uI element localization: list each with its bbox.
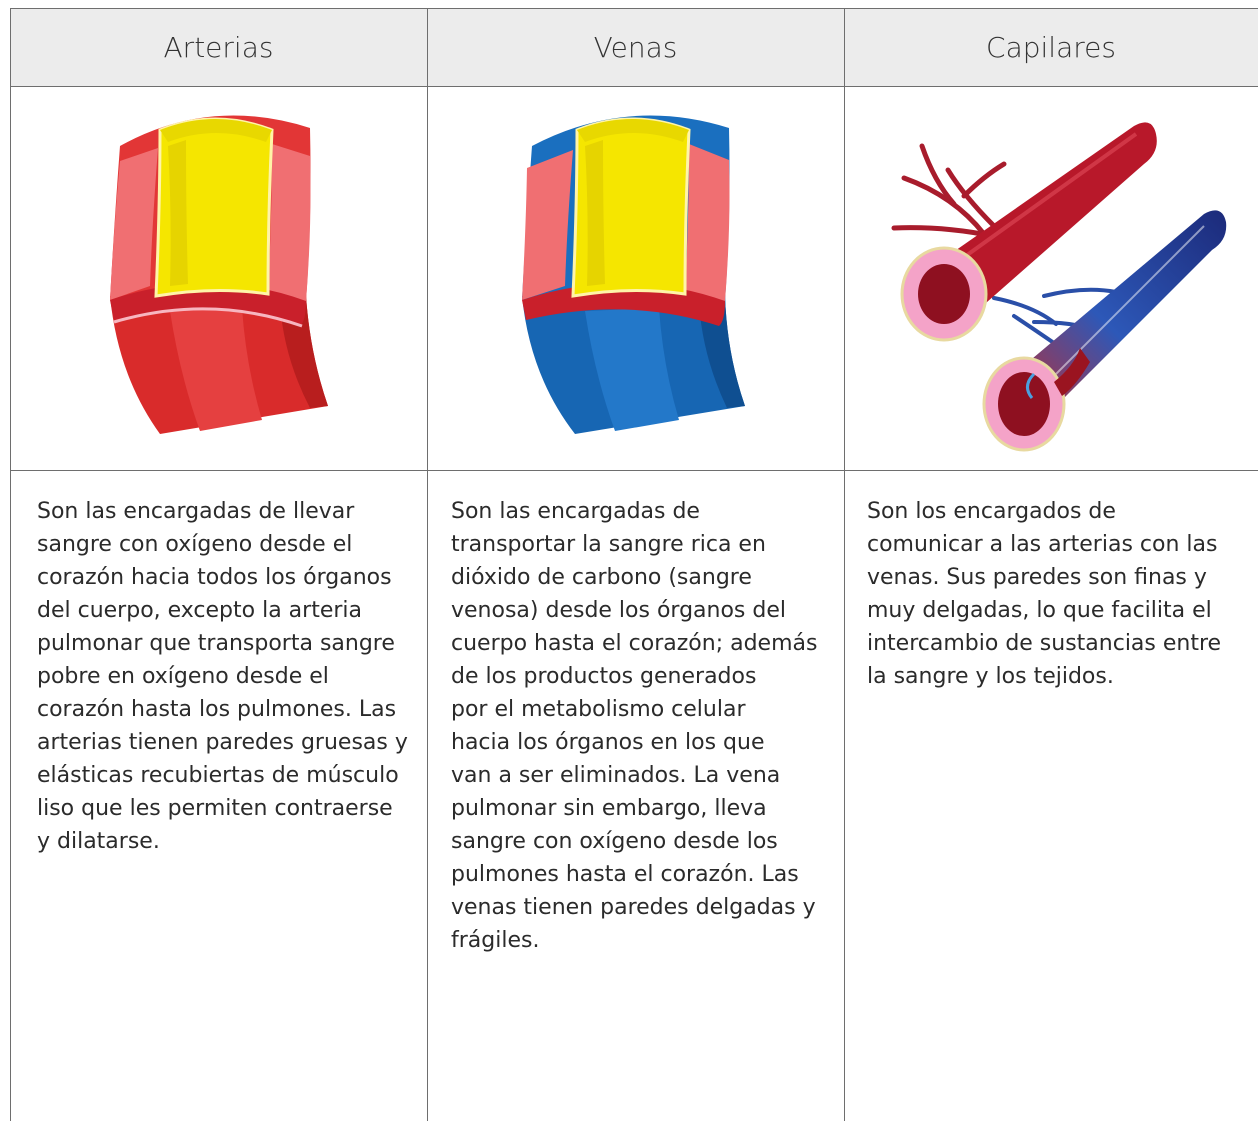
text-line: pulmones hasta el corazón. Las <box>451 862 799 887</box>
text-line: corazón hacia todos los órganos <box>37 565 392 590</box>
vein-cross-section-illustration <box>522 115 745 434</box>
capillary-image-cell <box>844 86 1258 470</box>
table-border-top <box>10 8 1258 9</box>
text-line: corazón hasta los pulmones. Las <box>37 697 397 722</box>
text-line: Son las encargadas de llevar <box>37 499 355 524</box>
text-line: de los productos generados <box>451 664 757 689</box>
column-divider-1 <box>427 8 428 1121</box>
image-row-divider <box>10 470 1258 471</box>
text-line: cuerpo hasta el corazón; además <box>451 631 818 656</box>
text-line: transportar la sangre rica en <box>451 532 766 557</box>
column-divider-2 <box>844 8 845 1121</box>
text-line: y dilatarse. <box>37 829 160 854</box>
arterias-description: Son las encargadas de llevar sangre con … <box>37 495 417 858</box>
text-line: pobre en oxígeno desde el <box>37 664 329 689</box>
text-line: sangre con oxígeno desde los <box>451 829 778 854</box>
artery-image-cell <box>10 86 427 470</box>
text-line: venas. Sus paredes son finas y <box>867 565 1207 590</box>
text-line: muy delgadas, lo que facilita el <box>867 598 1212 623</box>
text-line: del cuerpo, excepto la arteria <box>37 598 363 623</box>
header-arterias: Arterias <box>163 30 274 64</box>
text-line: comunicar a las arterias con las <box>867 532 1218 557</box>
text-line: Son los encargados de <box>867 499 1116 524</box>
header-row <box>10 8 1258 86</box>
text-line: dióxido de carbono (sangre <box>451 565 752 590</box>
text-line: van a ser eliminados. La vena <box>451 763 781 788</box>
text-line: venosa) desde los órganos del <box>451 598 786 623</box>
text-line: Son las encargadas de <box>451 499 700 524</box>
venas-description: Son las encargadas de transportar la san… <box>451 495 831 957</box>
text-line: arterias tienen paredes gruesas y <box>37 730 408 755</box>
header-venas: Venas <box>593 30 678 64</box>
vessel-comparison-table: Arterias Venas Capilares <box>10 8 1258 1121</box>
header-capilares: Capilares <box>986 30 1116 64</box>
text-line: pulmonar sin embargo, lleva <box>451 796 767 821</box>
text-line: sangre con oxígeno desde el <box>37 532 353 557</box>
text-line: elásticas recubiertas de músculo <box>37 763 399 788</box>
text-line: la sangre y los tejidos. <box>867 664 1114 689</box>
text-line: hacia los órganos en los que <box>451 730 765 755</box>
text-line: por el metabolismo celular <box>451 697 746 722</box>
capillary-network-illustration <box>891 122 1227 452</box>
text-line: pulmonar que transporta sangre <box>37 631 395 656</box>
vein-image-cell <box>427 86 844 470</box>
text-line: venas tienen paredes delgadas y <box>451 895 816 920</box>
capilares-description: Son los encargados de comunicar a las ar… <box>867 495 1252 693</box>
text-line: frágiles. <box>451 928 540 953</box>
text-line: intercambio de sustancias entre <box>867 631 1222 656</box>
header-divider <box>10 86 1258 87</box>
text-line: liso que les permiten contraerse <box>37 796 393 821</box>
table-border-left <box>10 8 11 1121</box>
artery-cross-section-illustration <box>110 115 328 434</box>
